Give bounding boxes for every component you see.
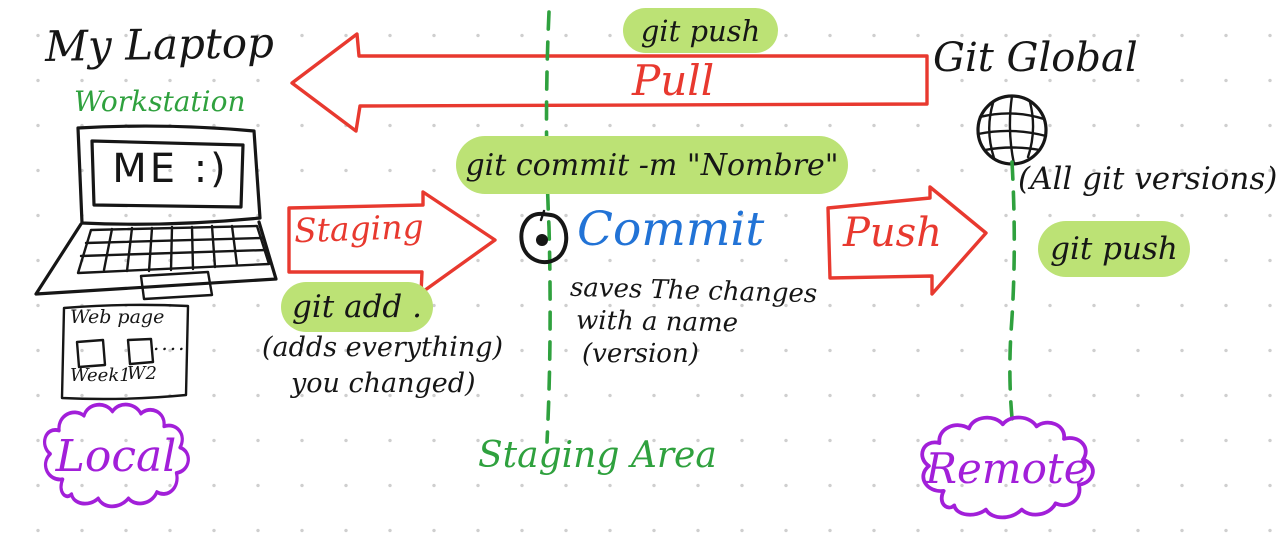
web-page-more-dots: .... (153, 331, 187, 355)
remote-cloud-label: Remote (925, 443, 1089, 493)
laptop-icon (34, 124, 278, 301)
all-git-versions-note: (All git versions) (1018, 161, 1278, 197)
git-add-note-line2: you changed) (291, 368, 476, 399)
remote-lane-line (1008, 160, 1017, 430)
staging-arrow-shape (287, 190, 497, 295)
staging-area-label: Staging Area (478, 435, 717, 476)
git-commit-pill: git commit -m "Nombre" (456, 136, 848, 194)
local-cloud-icon (43, 402, 190, 509)
remote-cloud-icon (920, 415, 1095, 520)
web-page-sketch (60, 303, 190, 401)
git-add-pill: git add . (281, 282, 433, 332)
pull-arrow-label: Pull (632, 56, 715, 105)
local-cloud-label: Local (55, 430, 177, 482)
pull-arrow-shape (290, 32, 929, 133)
commit-note-line1: saves The changes (569, 272, 818, 310)
globe-icon (976, 94, 1048, 166)
commit-note-line2: with a name (575, 305, 739, 339)
push-arrow-label: Push (843, 210, 942, 256)
git-global-title: Git Global (933, 35, 1138, 81)
git-add-note-line1: (adds everything) (262, 332, 504, 363)
my-laptop-title: My Laptop (44, 18, 275, 71)
commit-label: Commit (577, 202, 765, 257)
commit-node-icon (519, 209, 569, 265)
web-page-item1: Week1 (70, 365, 131, 386)
staging-arrow-label: Staging (293, 206, 425, 251)
workstation-label: Workstation (74, 85, 246, 118)
git-push-top-pill: git push (623, 8, 778, 53)
web-page-title: Web page (70, 306, 165, 328)
git-push-right-pill: git push (1038, 221, 1190, 277)
commit-note-line3: (version) (582, 339, 699, 369)
web-page-item2: W2 (127, 363, 157, 384)
laptop-screen-text: ME :) (112, 146, 229, 192)
staging-lane-line (544, 10, 552, 444)
push-arrow-shape (826, 185, 988, 296)
